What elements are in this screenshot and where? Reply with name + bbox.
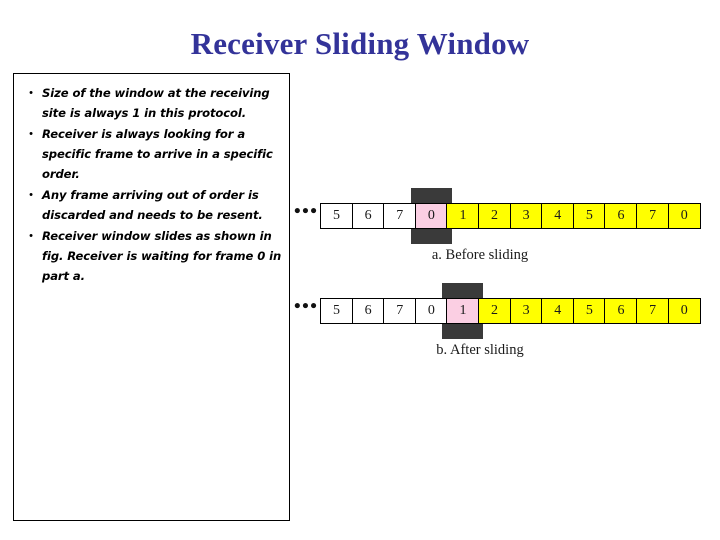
bullet-marker-icon: •: [29, 230, 33, 242]
bullet-item-3: • Any frame arriving out of order is dis…: [20, 185, 283, 225]
bullet-item-1: • Size of the window at the receiving si…: [20, 83, 283, 123]
frame-cell: 6: [604, 203, 638, 229]
caption-before-sliding: a. Before sliding: [431, 247, 529, 263]
frame-cell: 7: [383, 203, 417, 229]
page-title: Receiver Sliding Window: [190, 26, 530, 61]
caption-after-sliding: b. After sliding: [436, 342, 524, 358]
frame-cell: 0: [414, 203, 448, 229]
frame-cell: 4: [541, 298, 575, 324]
frame-cell: 5: [572, 203, 606, 229]
ellipsis-left-icon: •••: [294, 201, 319, 222]
frame-cell: 2: [478, 203, 512, 229]
bullet-item-2-text: Receiver is always looking for a specifi…: [42, 127, 273, 181]
frame-cell: 4: [541, 203, 575, 229]
frame-cell: 0: [667, 203, 701, 229]
frame-cell: 3: [509, 203, 543, 229]
frame-cell: 0: [667, 298, 701, 324]
frame-cell: 6: [351, 203, 385, 229]
frame-cell: 5: [572, 298, 606, 324]
frame-cell: 7: [383, 298, 417, 324]
bullet-item-1-text: Size of the window at the receiving site…: [42, 86, 270, 120]
bullet-marker-icon: •: [29, 87, 33, 99]
bullet-item-2: • Receiver is always looking for a speci…: [20, 124, 283, 184]
bullet-item-3-text: Any frame arriving out of order is disca…: [42, 188, 263, 222]
frame-cell: 0: [414, 298, 448, 324]
frame-cell: 7: [636, 203, 670, 229]
frame-cell: 3: [509, 298, 543, 324]
bullet-item-4-text: Receiver window slides as shown in fig. …: [42, 229, 282, 283]
frame-cell: 6: [604, 298, 638, 324]
frame-cell: 6: [351, 298, 385, 324]
frame-cell: 5: [320, 203, 353, 229]
frame-cell: 2: [478, 298, 512, 324]
frame-cell: 5: [320, 298, 353, 324]
bullet-marker-icon: •: [29, 128, 33, 140]
bullet-item-4: • Receiver window slides as shown in fig…: [20, 226, 283, 286]
ellipsis-left-icon: •••: [294, 296, 319, 317]
frame-cell: 1: [446, 203, 480, 229]
frame-cell: 1: [446, 298, 480, 324]
bullet-text-box: • Size of the window at the receiving si…: [13, 73, 290, 521]
frame-cell: 7: [636, 298, 670, 324]
bullet-marker-icon: •: [29, 189, 33, 201]
